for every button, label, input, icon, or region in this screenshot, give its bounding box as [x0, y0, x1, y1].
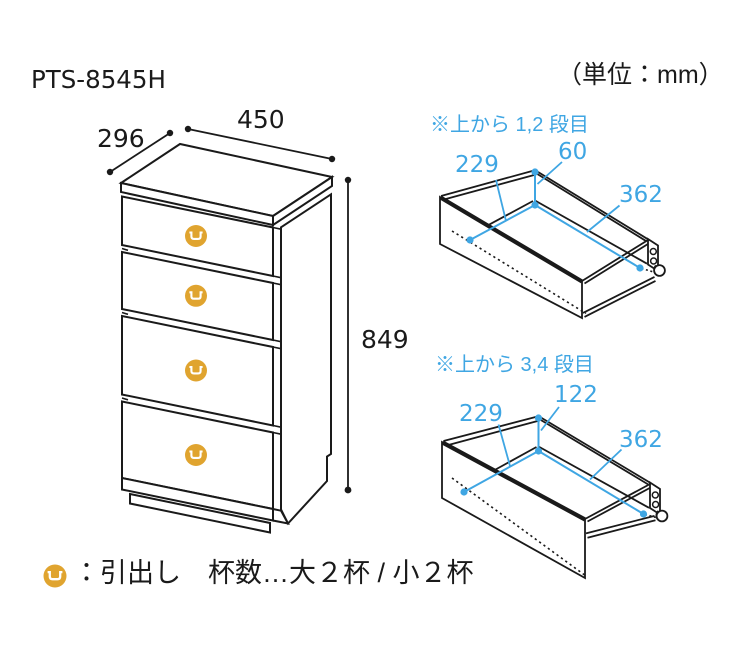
product-code: PTS-8545H	[31, 65, 166, 94]
drawer-gap-notches	[121, 226, 282, 435]
cabinet-top-edge-side	[272, 175, 333, 227]
cabinet-height-dimension: 849	[361, 325, 409, 354]
drawer-detail-2-drawing	[441, 414, 669, 580]
drawer-detail-1-height: 60	[558, 139, 588, 165]
drawer-detail-1-title: ※上から 1,2 段目	[430, 114, 589, 136]
drawer-handles	[185, 225, 207, 466]
cabinet-width-dimension: 450	[237, 105, 285, 134]
drawer-detail-1-depth: 229	[455, 152, 499, 178]
cabinet-side-panel	[280, 192, 332, 526]
drawer-handle-icon	[43, 564, 67, 588]
cabinet-drawing	[118, 142, 335, 534]
drawer-detail-2-height: 122	[554, 382, 598, 408]
cabinet-dimension-lines	[106, 125, 352, 494]
cabinet-plinth	[129, 492, 271, 534]
drawer-detail-2-depth: 229	[459, 401, 503, 427]
cabinet-base-corner	[272, 507, 290, 525]
drawer-detail-2-title: ※上から 3,4 段目	[435, 354, 594, 376]
unit-note: （単位：mm）	[557, 61, 724, 89]
drawer-detail-1-dimensions	[466, 161, 644, 272]
drawer-detail-2-width: 362	[619, 427, 663, 453]
cabinet-depth-dimension: 296	[97, 124, 145, 153]
legend-text: ：引出し 杯数…大２杯 / 小２杯	[73, 558, 474, 588]
drawer-detail-1-width: 362	[619, 182, 663, 208]
drawer-detail-2-dimensions	[460, 406, 648, 518]
